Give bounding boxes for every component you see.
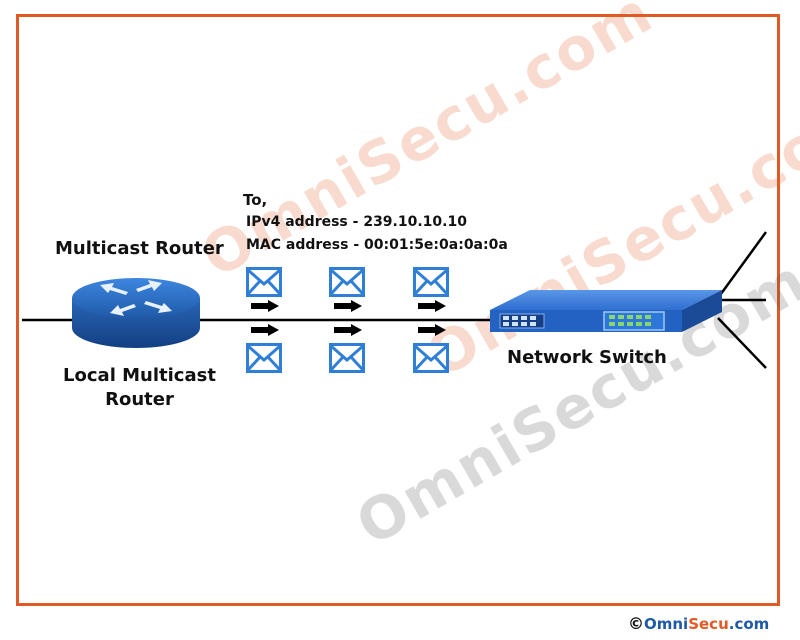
packet-envelope-icon <box>329 267 365 297</box>
arrow-right-icon <box>418 300 446 312</box>
destination-mac: MAC address - 00:01:5e:0a:0a:0a <box>246 237 508 253</box>
copyright-symbol: © <box>628 614 644 633</box>
arrow-right-icon <box>251 300 279 312</box>
destination-ipv4: IPv4 address - 239.10.10.10 <box>246 214 467 230</box>
packet-envelope-icon <box>413 343 449 373</box>
footer-brand-com: .com <box>728 615 770 633</box>
arrow-right-icon <box>251 324 279 336</box>
arrow-right-icon <box>334 300 362 312</box>
destination-to: To, <box>243 191 268 209</box>
packet-envelope-icon <box>246 343 282 373</box>
footer-brand-omni: Omni <box>644 615 689 633</box>
switch-link-3 <box>717 317 767 369</box>
packet-envelope-icon <box>413 267 449 297</box>
switch-label: Network Switch <box>507 347 667 368</box>
footer-copyright: ©OmniSecu.com <box>628 614 769 633</box>
arrow-right-icon <box>418 324 446 336</box>
router-subtitle: Local Multicast Router <box>63 365 216 410</box>
switch-icon <box>490 290 722 332</box>
arrow-right-icon <box>334 324 362 336</box>
packet-envelope-icon <box>329 343 365 373</box>
router-icon <box>72 278 200 348</box>
footer-brand-secu: Secu <box>688 615 729 633</box>
packet-envelope-icon <box>246 267 282 297</box>
switch-link-1 <box>716 231 768 299</box>
router-title: Multicast Router <box>55 238 224 259</box>
